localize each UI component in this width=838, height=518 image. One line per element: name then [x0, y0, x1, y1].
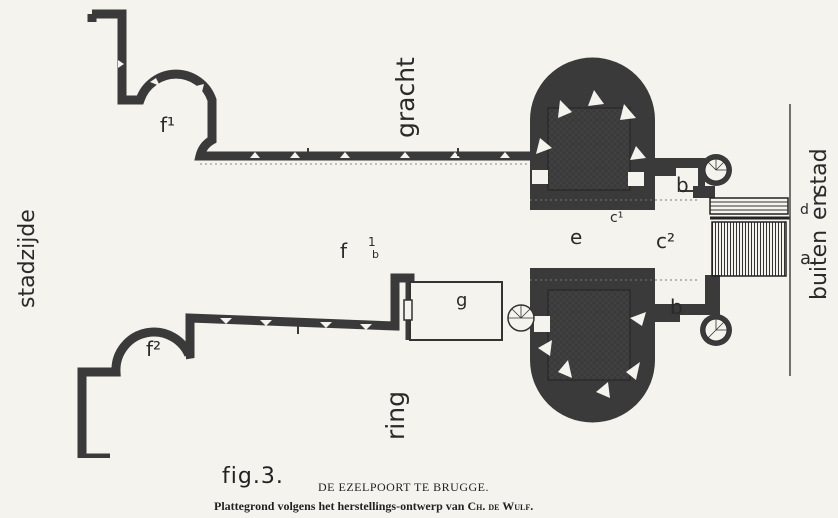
- label-e: e: [570, 225, 582, 249]
- label-b-top: b: [676, 173, 689, 197]
- floor-plan: gracht ring stadzijde buiten en stad f¹ …: [15, 9, 832, 458]
- label-b-bottom: b: [670, 295, 683, 319]
- figure-number: fig.3.: [222, 464, 284, 489]
- label-fb-sup: 1: [368, 235, 376, 249]
- label-fb: f: [340, 239, 348, 263]
- label-stad: stad: [807, 148, 832, 196]
- figure-title: DE EZELPOORT TE BRUGGE.: [318, 480, 489, 494]
- label-c1: c¹: [610, 210, 623, 226]
- lower-tower: [403, 268, 732, 423]
- label-ring: ring: [381, 391, 410, 440]
- label-d: d: [800, 202, 809, 218]
- label-a: a: [800, 248, 811, 269]
- gate-bridge: [530, 104, 791, 376]
- label-gracht: gracht: [391, 57, 420, 138]
- label-f2: f²: [146, 337, 161, 361]
- label-stadzijde: stadzijde: [15, 209, 40, 308]
- lower-wall: [77, 273, 415, 458]
- label-fb-sub: b: [372, 248, 379, 261]
- label-f1: f¹: [160, 113, 175, 137]
- upper-wall: [87, 9, 540, 165]
- figure-subtitle: Plattegrond volgens het herstellings-ont…: [214, 499, 533, 514]
- caption: fig.3. DE EZELPOORT TE BRUGGE. Plattegro…: [0, 458, 838, 518]
- label-buiten: buiten: [807, 230, 832, 300]
- author-name: Ch. de Wulf.: [467, 499, 534, 513]
- label-en: en: [807, 193, 832, 220]
- upper-tower: [530, 57, 732, 211]
- label-g: g: [456, 290, 467, 311]
- label-c2: c²: [656, 229, 675, 253]
- subtitle-text: Plattegrond volgens het herstellings-ont…: [214, 499, 468, 513]
